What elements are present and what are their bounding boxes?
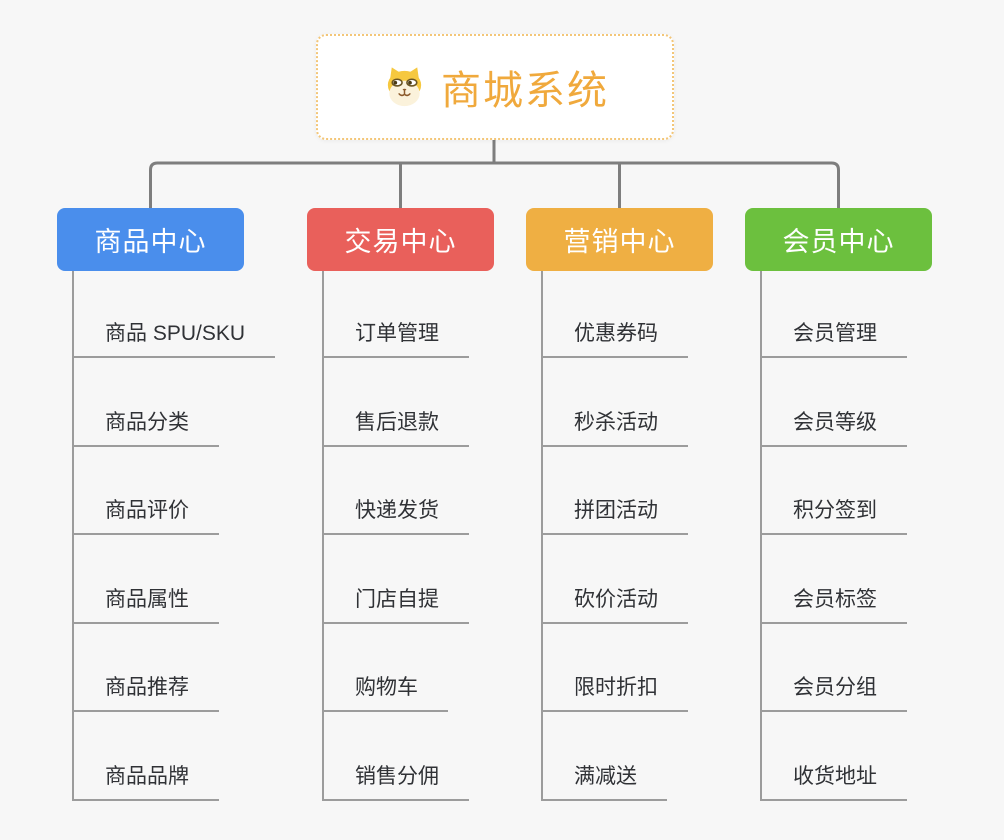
branch-label: 营销中心 [563,227,676,257]
shiba-dog-icon [381,65,428,109]
leaf-node[interactable]: 满减送 [541,764,667,801]
leaf-node[interactable]: 商品品牌 [72,764,219,801]
branch-label: 交易中心 [344,227,457,257]
leaf-node[interactable]: 门店自提 [322,587,469,624]
leaf-node[interactable]: 商品分类 [72,410,219,447]
leaf-node[interactable]: 购物车 [322,675,448,712]
leaf-node[interactable]: 商品 SPU/SKU [72,321,276,358]
root-node[interactable]: 商城系统 [316,34,674,140]
leaf-node[interactable]: 收货地址 [760,764,907,801]
leaf-node[interactable]: 会员标签 [760,587,907,624]
leaf-node[interactable]: 售后退款 [322,410,469,447]
branch-node[interactable]: 交易中心 [307,208,494,271]
leaf-node[interactable]: 会员管理 [760,321,907,358]
leaf-node[interactable]: 会员分组 [760,675,907,712]
leaf-node[interactable]: 订单管理 [322,321,469,358]
leaf-node[interactable]: 拼团活动 [541,498,688,535]
branch-label: 商品中心 [94,227,207,257]
leaf-node[interactable]: 销售分佣 [322,764,469,801]
leaf-node[interactable]: 砍价活动 [541,587,688,624]
leaf-node[interactable]: 会员等级 [760,410,907,447]
leaf-node[interactable]: 商品属性 [72,587,219,624]
leaf-node[interactable]: 商品推荐 [72,675,219,712]
branch-node[interactable]: 会员中心 [745,208,932,271]
branch-node[interactable]: 商品中心 [57,208,244,271]
leaf-node[interactable]: 积分签到 [760,498,907,535]
leaf-node[interactable]: 快递发货 [322,498,469,535]
leaf-node[interactable]: 商品评价 [72,498,219,535]
root-title: 商城系统 [441,69,609,113]
leaf-node[interactable]: 秒杀活动 [541,410,688,447]
leaf-node[interactable]: 优惠券码 [541,321,688,358]
branch-node[interactable]: 营销中心 [526,208,713,271]
leaf-node[interactable]: 限时折扣 [541,675,688,712]
branch-label: 会员中心 [782,227,895,257]
